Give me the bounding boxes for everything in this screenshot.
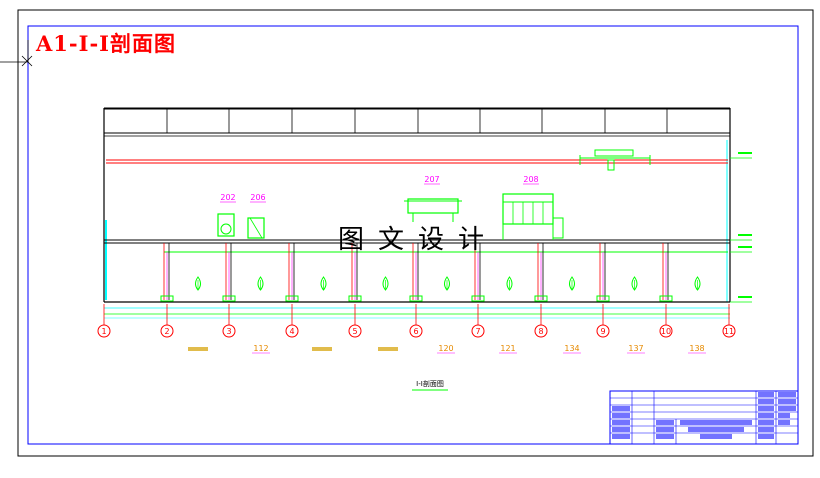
axis-bubble	[471, 324, 485, 338]
base-unit	[409, 295, 423, 302]
axis-bubble	[285, 324, 299, 338]
equipment-tags: 202 206 207 208	[220, 175, 539, 203]
structural-columns	[163, 243, 669, 300]
equipment-202	[217, 213, 235, 237]
axis-number: 4	[289, 327, 294, 336]
yellow-note-mark	[312, 347, 332, 351]
equipment-tag: 206	[250, 193, 265, 202]
axis-number: 7	[475, 327, 480, 336]
base-unit	[596, 295, 610, 302]
red-pipe-line	[106, 159, 728, 164]
axis-number: 6	[413, 327, 418, 336]
inner-frame	[27, 25, 799, 445]
base-unit	[471, 295, 485, 302]
axis-number: 10	[661, 327, 671, 336]
floor-slab	[104, 239, 730, 244]
room-number: 137	[628, 344, 643, 353]
overhead-fan-unit	[579, 149, 651, 171]
room-number: 121	[500, 344, 515, 353]
axis-bubble	[348, 324, 362, 338]
axis-number: 3	[226, 327, 231, 336]
axis-bubble	[97, 324, 111, 338]
base-unit	[160, 295, 174, 302]
axis-bubble	[534, 324, 548, 338]
room-number: 138	[689, 344, 704, 353]
roof-panel-dividers	[166, 109, 668, 133]
axis-number: 5	[352, 327, 357, 336]
dimension-line	[104, 313, 730, 319]
yellow-note-mark	[188, 347, 208, 351]
outer-border	[17, 9, 814, 457]
grid-axis-bubbles: 1 2 3 4 5 6 7 8 9 10 11	[97, 304, 736, 338]
yellow-note-marks	[188, 347, 398, 351]
room-number: 120	[438, 344, 453, 353]
equipment-tag: 208	[523, 175, 538, 184]
watermark-text: 图文设计	[338, 225, 499, 255]
base-unit	[348, 295, 362, 302]
axis-bubble	[160, 324, 174, 338]
room-number: 112	[253, 344, 268, 353]
axis-number: 11	[724, 327, 734, 336]
equipment-tag: 202	[220, 193, 235, 202]
axis-bubble	[722, 324, 736, 338]
axis-bubble	[409, 324, 423, 338]
base-unit	[285, 295, 299, 302]
room-numbers: 112 120 121 134 137 138	[252, 344, 706, 354]
equipment-208	[502, 193, 564, 240]
title-block	[609, 390, 799, 445]
equipment-207	[404, 198, 462, 222]
column-base-units	[160, 295, 673, 302]
yellow-note-mark	[378, 347, 398, 351]
axis-number: 2	[164, 327, 169, 336]
axis-bubble	[222, 324, 236, 338]
base-unit	[222, 295, 236, 302]
equipment-tag: 207	[424, 175, 439, 184]
axis-number: 9	[600, 327, 605, 336]
axis-bubble	[659, 324, 673, 338]
drawing-title: A1-Ⅰ-Ⅰ剖面图	[36, 31, 176, 56]
roof-truss	[103, 107, 731, 137]
axis-number: 1	[101, 327, 106, 336]
plant-icons	[195, 276, 701, 291]
room-number: 134	[564, 344, 579, 353]
axis-number: 8	[538, 327, 543, 336]
base-unit	[534, 295, 548, 302]
crosshair-icon	[0, 40, 33, 67]
equipment-206	[247, 217, 265, 239]
elevation-marks	[730, 152, 752, 303]
section-sub-caption: Ⅰ-Ⅰ剖面图	[416, 379, 444, 388]
axis-bubble	[596, 324, 610, 338]
base-unit	[659, 295, 673, 302]
